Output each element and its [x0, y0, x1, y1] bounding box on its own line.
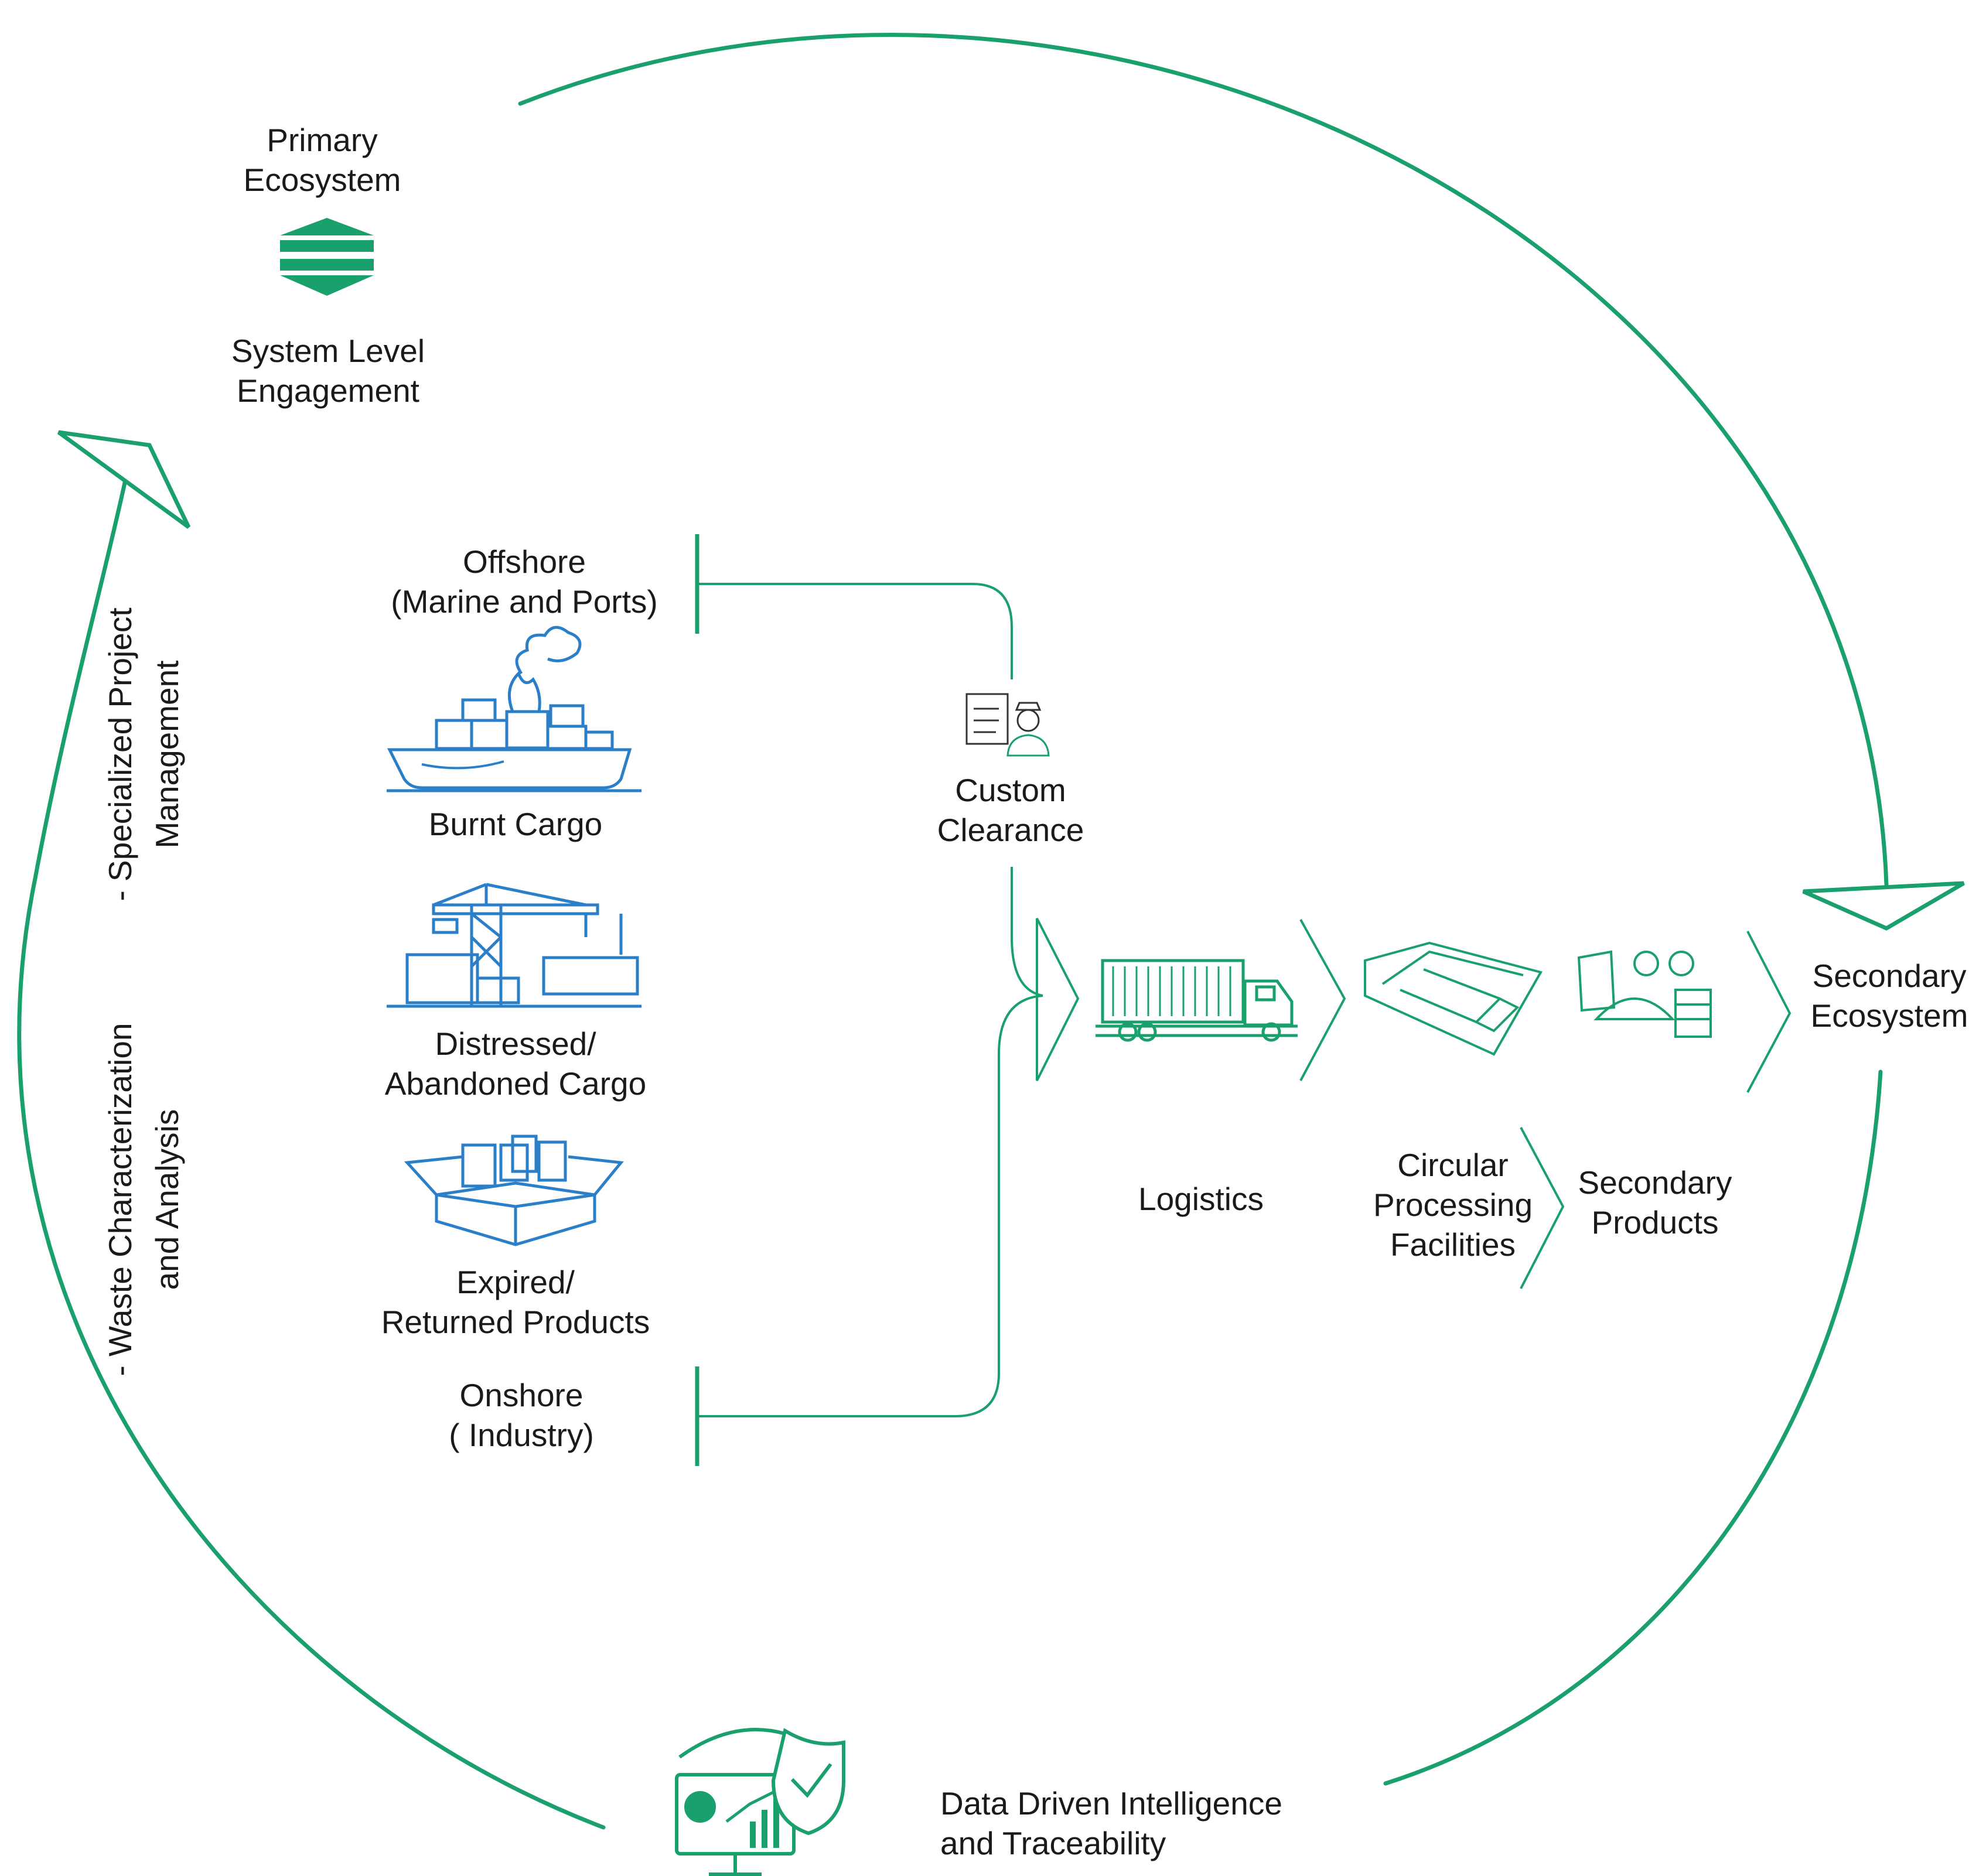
container-truck-icon: [1096, 959, 1298, 1042]
burning-ship-icon: [387, 626, 641, 792]
primary-ecosystem-label: Primary Ecosystem: [243, 122, 401, 198]
processing-facility-icon: [1364, 941, 1543, 1056]
system-level-label: System Level Engagement: [231, 333, 425, 409]
open-box-icon: [404, 1135, 624, 1246]
analytics-shield-icon: [675, 1728, 845, 1876]
expired-products-label: Expired/ Returned Products: [381, 1264, 650, 1340]
custom-clearance-label: Custom Clearance: [937, 772, 1084, 848]
secondary-products-label: Secondary Products: [1578, 1164, 1732, 1241]
flow-chevron-3: [1746, 931, 1792, 1093]
port-crane-icon: [387, 883, 641, 1008]
offshore-connector: [697, 583, 1013, 679]
burnt-cargo-label: Burnt Cargo: [428, 806, 603, 842]
logistics-label: Logistics: [1138, 1181, 1264, 1217]
up-down-arrows-icon: [280, 218, 374, 296]
customs-officer-icon: [965, 693, 1050, 757]
circular-processing-label: Circular Processing Facilities: [1373, 1147, 1533, 1263]
cycle-arc-bottom-right: [1383, 1069, 1883, 1786]
onshore-label: Onshore ( Industry): [449, 1377, 594, 1453]
cycle-arrowhead-right: [1802, 881, 1965, 931]
specialized-project-label: - Specialized Project Management: [102, 607, 185, 901]
secondary-ecosystem-label: Secondary Ecosystem: [1810, 958, 1968, 1034]
cycle-arrowhead-left: [57, 430, 191, 529]
offshore-label: Offshore (Marine and Ports): [391, 544, 658, 620]
flow-chevron-2: [1299, 919, 1346, 1081]
distressed-cargo-label: Distressed/ Abandoned Cargo: [384, 1026, 647, 1102]
clearance-connector: [1011, 867, 1043, 997]
products-bags-icon: [1577, 950, 1712, 1038]
cycle-arc-top-right: [518, 33, 1889, 887]
cycle-arc-left: [17, 475, 606, 1830]
flow-chevron-1: [1036, 918, 1080, 1081]
waste-characterization-label: - Waste Characterization and Analysis: [102, 1023, 185, 1376]
data-driven-label: Data Driven Intelligence and Traceabilit…: [940, 1785, 1282, 1861]
onshore-connector: [697, 995, 1043, 1417]
flow-chevron-4: [1520, 1127, 1565, 1289]
